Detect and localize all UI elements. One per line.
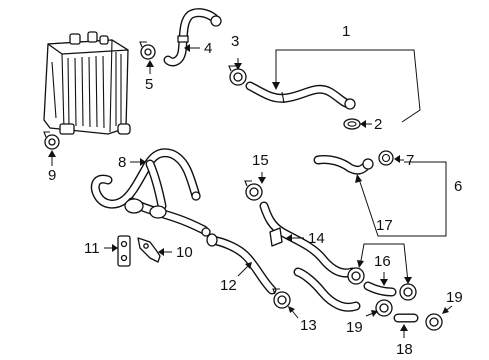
- clamp-19b: [425, 313, 443, 331]
- clamp-15: [244, 180, 263, 201]
- clamp-17a: [347, 267, 365, 285]
- clamp-19a: [375, 299, 393, 317]
- callout-6: 6: [454, 178, 462, 195]
- callout-19-right: 19: [446, 289, 463, 306]
- clamp-3: [228, 65, 247, 86]
- hose-14: [259, 201, 361, 312]
- callout-18: 18: [396, 341, 413, 358]
- callout-10: 10: [176, 244, 193, 261]
- clamp-9: [43, 131, 60, 150]
- callout-9: 9: [48, 167, 56, 184]
- o-ring-7: [378, 150, 394, 166]
- clamp-5: [139, 41, 156, 60]
- callout-8: 8: [118, 154, 126, 171]
- bracket-11: [117, 235, 131, 267]
- callout-12: 12: [220, 277, 237, 294]
- callout-1: 1: [342, 23, 350, 40]
- callout-2: 2: [374, 116, 382, 133]
- leader-lines: [48, 44, 453, 338]
- callout-19-left: 19: [346, 319, 363, 336]
- o-ring-2: [343, 118, 361, 130]
- callout-16: 16: [374, 253, 391, 270]
- hose-12: [206, 233, 277, 295]
- callout-5: 5: [145, 76, 153, 93]
- bracket-10: [137, 237, 161, 263]
- hose-assembly-8: [90, 148, 211, 237]
- hose-1: [245, 81, 356, 110]
- hose-4: [163, 8, 222, 67]
- callout-13: 13: [300, 317, 317, 334]
- clamp-13: [272, 288, 291, 309]
- callout-14: 14: [308, 230, 325, 247]
- callout-15: 15: [252, 152, 269, 169]
- callout-4: 4: [204, 40, 212, 57]
- callout-7: 7: [406, 152, 414, 169]
- auxiliary-radiator: [43, 31, 131, 135]
- callout-17: 17: [376, 217, 393, 234]
- hose-7: [313, 155, 374, 175]
- clamp-17b: [399, 283, 417, 301]
- callout-3: 3: [231, 33, 239, 50]
- hose-16: [363, 281, 397, 297]
- callout-11: 11: [84, 240, 100, 257]
- callout-labels: 1 2 3 4 5 6 7 8 9 10 11 12 13 14 15 16 1…: [48, 23, 463, 358]
